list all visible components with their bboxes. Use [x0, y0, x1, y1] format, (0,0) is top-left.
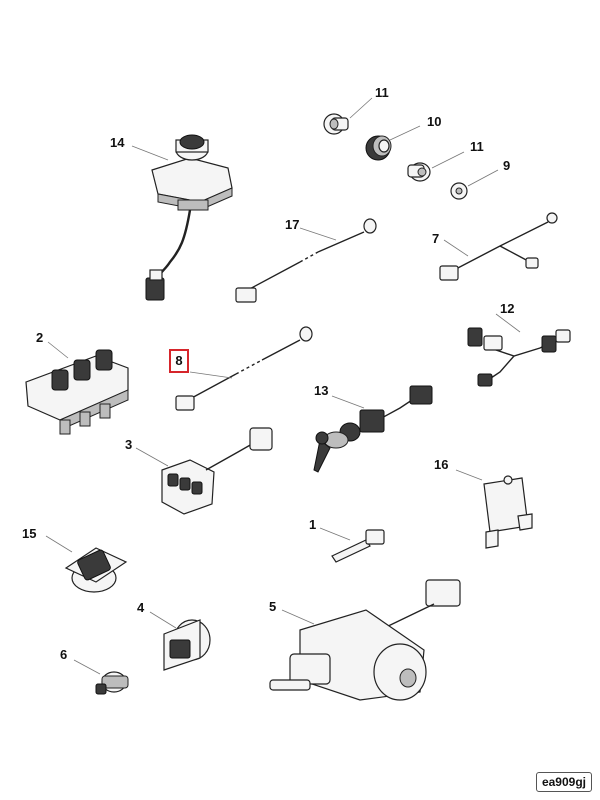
- label-part-2: 2: [36, 330, 44, 345]
- label-part-7: 7: [432, 231, 440, 246]
- label-part-10: 10: [427, 114, 442, 129]
- label-part-11-bottom: 11: [470, 139, 484, 154]
- label-part-3: 3: [125, 437, 133, 452]
- part-2-switch-block: [25, 349, 129, 435]
- label-part-4: 4: [137, 600, 145, 615]
- label-part-5: 5: [269, 599, 277, 614]
- label-part-11-top: 11: [375, 85, 389, 100]
- label-part-17: 17: [285, 217, 300, 232]
- part-17-harness: [235, 218, 377, 303]
- part-12-connector-harness: [467, 327, 571, 387]
- label-part-15: 15: [22, 526, 37, 541]
- label-part-6: 6: [60, 647, 68, 662]
- label-part-1: 1: [309, 517, 317, 532]
- part-10-grommet: [365, 135, 392, 161]
- part-11-bushing-top: [323, 113, 349, 135]
- part-13-ignition-switch: [313, 385, 433, 473]
- part-6-rotary-switch: [95, 671, 129, 695]
- part-4-display-gauge: [163, 619, 211, 671]
- part-15-keypad: [64, 547, 128, 593]
- label-part-16: 16: [434, 457, 449, 472]
- part-5-actuator: [269, 579, 461, 701]
- part-14-key-switch: [145, 134, 233, 301]
- part-8-harness: [175, 326, 313, 411]
- part-3-rocker-switch-assembly: [161, 427, 273, 515]
- part-11-bushing-bottom: [407, 162, 431, 182]
- label-part-12: 12: [500, 301, 515, 316]
- label-part-8-highlighted: 8: [169, 349, 189, 373]
- label-part-9: 9: [503, 158, 511, 173]
- label-part-13: 13: [314, 383, 329, 398]
- part-9-washer: [450, 182, 468, 200]
- part-1-pin-connector: [331, 529, 385, 563]
- reference-code: ea909gj: [535, 772, 592, 792]
- label-part-14: 14: [110, 135, 125, 150]
- part-7-y-harness: [439, 212, 558, 281]
- part-16-bracket-plate: [483, 475, 533, 549]
